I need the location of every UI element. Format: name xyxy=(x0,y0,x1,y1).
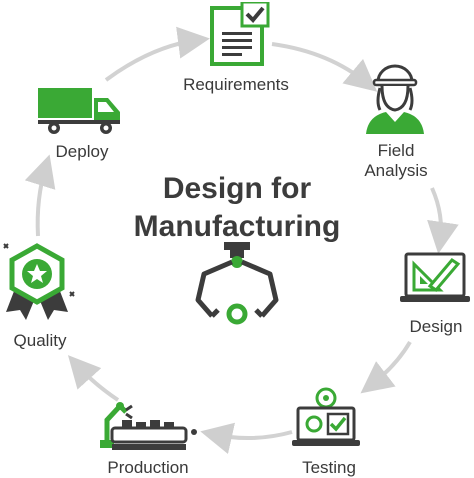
step-label-design: Design xyxy=(409,317,463,336)
diagram-title-line1: Design for xyxy=(162,172,312,205)
arrow-testing-to-production xyxy=(200,422,293,454)
step-label-quality: Quality xyxy=(13,331,67,350)
field-engineer-icon xyxy=(366,64,424,134)
quality-badge-icon xyxy=(3,243,75,320)
robotic-claw-icon xyxy=(195,242,279,325)
robotic-assembly-line-icon xyxy=(100,402,197,450)
arrow-design-to-testing xyxy=(360,340,412,394)
laptop-drafting-icon xyxy=(400,252,470,302)
arrow-field-analysis-to-design xyxy=(427,187,459,254)
arrow-deploy-to-requirements xyxy=(104,26,210,82)
arrow-production-to-quality xyxy=(67,355,120,402)
diagram-title-line2: Manufacturing xyxy=(133,210,341,243)
delivery-truck-icon xyxy=(38,88,120,134)
arrow-quality-to-deploy xyxy=(24,154,56,237)
step-label-deploy: Deploy xyxy=(55,142,109,161)
arrow-requirements-to-field-analysis xyxy=(271,42,378,92)
step-label-testing: Testing xyxy=(302,458,356,477)
step-label-production: Production xyxy=(107,458,189,477)
step-label-field-analysis: Field Analysis xyxy=(364,141,428,180)
step-label-requirements: Requirements xyxy=(183,75,289,94)
laptop-gears-checklist-icon xyxy=(292,387,360,446)
document-checklist-icon xyxy=(210,2,270,66)
